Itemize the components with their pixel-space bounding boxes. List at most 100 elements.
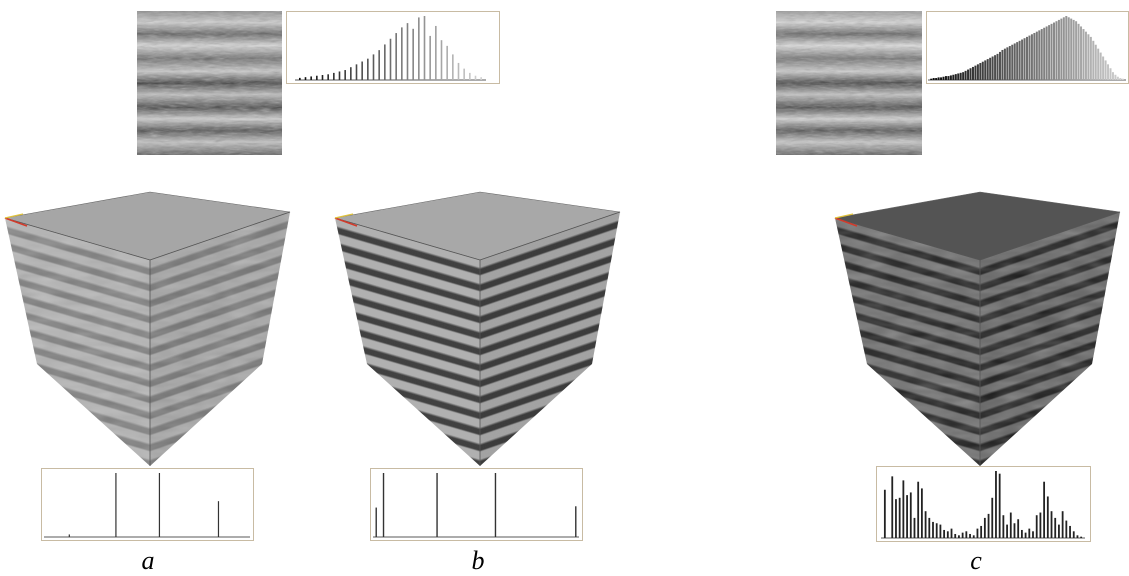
histogram-bar bbox=[891, 476, 894, 538]
histogram-bar bbox=[1094, 44, 1097, 80]
histogram-bottom-c bbox=[876, 466, 1091, 542]
histogram-bar bbox=[452, 54, 454, 80]
histogram-bar bbox=[457, 62, 460, 80]
histogram-bar bbox=[1016, 42, 1019, 80]
histogram-bar bbox=[310, 76, 312, 80]
histogram-bar bbox=[1102, 56, 1105, 80]
panel-label-a: a bbox=[141, 546, 155, 575]
histogram-bar bbox=[378, 50, 380, 80]
histogram-bar bbox=[327, 74, 329, 80]
histogram-bar bbox=[1011, 44, 1014, 80]
histogram-bar bbox=[1075, 21, 1078, 80]
cube-edges bbox=[834, 211, 1121, 466]
histogram-bar bbox=[1119, 78, 1122, 80]
histogram-bar bbox=[935, 78, 938, 80]
histogram-bar bbox=[967, 69, 970, 80]
histogram-top-c-plot bbox=[928, 16, 1126, 81]
histogram-bar bbox=[969, 533, 971, 538]
histogram-bar bbox=[1050, 23, 1053, 80]
histogram-bar bbox=[1043, 481, 1046, 538]
histogram-bar bbox=[1077, 23, 1080, 80]
histogram-bar bbox=[372, 54, 375, 80]
histogram-bar bbox=[1043, 27, 1046, 80]
histogram-bar bbox=[304, 77, 307, 80]
histogram-bar bbox=[984, 60, 987, 80]
histogram-bar bbox=[991, 56, 994, 80]
histogram-bar bbox=[68, 534, 70, 537]
histogram-bar bbox=[883, 489, 886, 538]
histogram-bar bbox=[429, 35, 431, 80]
histogram-bar bbox=[1060, 18, 1063, 80]
histogram-bar bbox=[1053, 22, 1056, 80]
histogram-bar bbox=[382, 473, 385, 537]
histogram-bar bbox=[367, 58, 369, 80]
histogram-bar bbox=[1009, 512, 1012, 538]
histogram-bar bbox=[1080, 26, 1083, 80]
histogram-bar bbox=[996, 53, 999, 80]
histogram-bar bbox=[1002, 515, 1005, 538]
histogram-bar bbox=[1057, 19, 1060, 81]
histogram-bar bbox=[972, 535, 975, 538]
histogram-bar bbox=[474, 75, 477, 80]
histogram-bar bbox=[981, 61, 984, 80]
histogram-bar bbox=[976, 64, 979, 80]
histogram-bar bbox=[1045, 26, 1048, 80]
histogram-bar bbox=[1109, 68, 1112, 80]
histogram-bar bbox=[1013, 523, 1016, 538]
histogram-bar bbox=[1121, 78, 1124, 80]
histogram-bar bbox=[1050, 511, 1053, 538]
histogram-bar bbox=[1054, 517, 1057, 538]
histogram-bar bbox=[412, 28, 414, 80]
histogram-bar bbox=[1038, 30, 1041, 80]
histogram-bar bbox=[316, 75, 318, 80]
histogram-bar bbox=[1035, 31, 1038, 80]
histogram-bar bbox=[1084, 31, 1087, 80]
histogram-bar bbox=[989, 57, 992, 80]
histogram-bar bbox=[943, 529, 946, 538]
histogram-bar bbox=[959, 72, 962, 80]
histogram-bar bbox=[952, 74, 955, 80]
histogram-bar bbox=[1061, 511, 1064, 538]
histogram-bar bbox=[575, 506, 577, 537]
histogram-bar bbox=[976, 528, 979, 538]
histogram-bar bbox=[1080, 536, 1083, 538]
histogram-bar bbox=[987, 513, 990, 538]
histogram-bar bbox=[947, 76, 950, 80]
histogram-bar bbox=[321, 75, 324, 80]
histogram-bar bbox=[1035, 515, 1038, 538]
histogram-bar bbox=[902, 480, 905, 538]
histogram-bar bbox=[991, 497, 994, 538]
histogram-bar bbox=[980, 525, 983, 538]
histogram-bar bbox=[435, 25, 437, 80]
histogram-bar bbox=[913, 517, 916, 538]
histogram-bar bbox=[1032, 531, 1034, 538]
texture-patch-a bbox=[137, 11, 282, 155]
histogram-top-a-plot bbox=[295, 16, 486, 81]
histogram-bar bbox=[446, 45, 448, 80]
histogram-bar bbox=[401, 27, 403, 80]
histogram-bar bbox=[986, 59, 989, 80]
histogram-bar bbox=[1026, 36, 1028, 80]
histogram-bar bbox=[115, 473, 117, 537]
histogram-bar bbox=[375, 507, 377, 537]
histogram-bar bbox=[463, 68, 465, 80]
histogram-bar bbox=[1072, 531, 1075, 538]
histogram-top-c bbox=[926, 11, 1129, 84]
histogram-bar bbox=[932, 78, 935, 80]
axis-marker bbox=[834, 217, 858, 227]
histogram-bar bbox=[1058, 524, 1060, 538]
histogram-bar bbox=[940, 77, 943, 80]
histogram-bar bbox=[930, 78, 933, 80]
histogram-bar bbox=[954, 533, 957, 538]
histogram-bar bbox=[158, 473, 161, 537]
histogram-bar bbox=[1023, 38, 1026, 80]
histogram-bar bbox=[423, 16, 426, 80]
histogram-bar bbox=[1024, 532, 1027, 538]
cube-edges bbox=[334, 211, 621, 466]
panel-label-b: b bbox=[471, 546, 485, 575]
histogram-bottom-c-plot bbox=[881, 471, 1085, 539]
histogram-bar bbox=[299, 77, 301, 80]
histogram-bar bbox=[338, 71, 341, 80]
histogram-bar bbox=[1013, 43, 1016, 80]
histogram-bar bbox=[995, 471, 997, 538]
